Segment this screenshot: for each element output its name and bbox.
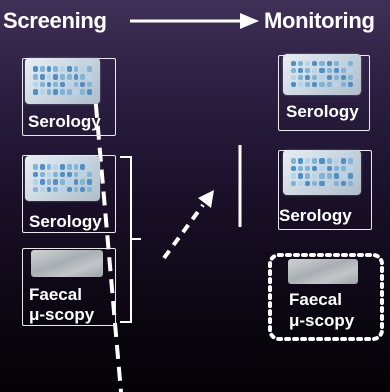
group-bracket <box>120 156 141 323</box>
screening-serology-1-label: Serology <box>28 112 101 131</box>
monitoring-serology-2-label: Serology <box>279 206 352 225</box>
monitoring-heading: Monitoring <box>264 8 375 33</box>
monitoring-serology-1-label: Serology <box>286 102 359 121</box>
screening-heading: Screening <box>3 8 107 33</box>
dashed-divider <box>90 59 123 392</box>
elisa-plate-icon <box>25 156 100 201</box>
monitoring-faecal-label-line2: μ-scopy <box>289 311 355 330</box>
screening-serology-2-frame <box>22 155 116 233</box>
elisa-plate-icon <box>283 150 361 195</box>
screening-faecal-label-line1: Faecal <box>29 285 82 304</box>
elisa-plate-icon <box>283 54 361 95</box>
monitoring-faecal-label-line1: Faecal <box>289 290 342 309</box>
screening-faecal-label-line2: μ-scopy <box>29 305 95 324</box>
screening-serology-2-label: Serology <box>29 212 102 231</box>
highlight-box <box>268 253 384 341</box>
arrow-right-icon <box>130 13 259 29</box>
screening-faecal-frame <box>22 248 116 326</box>
dashed-arrow-icon <box>162 190 214 260</box>
microscope-slide-icon <box>31 250 103 277</box>
elisa-plate-icon <box>25 58 100 104</box>
microscope-slide-icon <box>288 259 358 284</box>
